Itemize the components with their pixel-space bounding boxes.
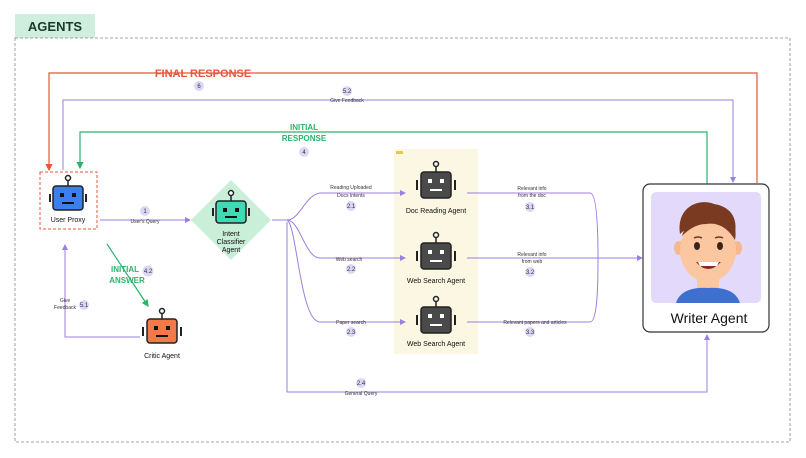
- badge-3-2: [525, 267, 535, 277]
- badge-2-2: [346, 264, 356, 274]
- badge-4-2: [142, 265, 154, 277]
- badge-3-1-text: 3.1: [526, 205, 535, 211]
- edge-give-feedback-writer: [62, 99, 736, 183]
- badge-5-1: [79, 300, 89, 310]
- doc-reading-bot-icon: [416, 160, 456, 199]
- badge-2-3: [346, 327, 356, 337]
- writer-avatar: [674, 202, 742, 303]
- edge-give-feedback-critic: [62, 244, 140, 338]
- label-relevant-web-1: Relevant info: [517, 252, 546, 258]
- edge-initial-response: [76, 131, 708, 184]
- edge-general-query: [286, 222, 710, 393]
- label-initial-response-1: INITIAL: [290, 123, 318, 132]
- badge-2-4-text: 2.4: [357, 381, 366, 387]
- label-give-feedback-critic-1: Give: [60, 298, 71, 304]
- label-initial-answer-2: ANSWER: [109, 276, 145, 285]
- user-proxy-bot-icon: [49, 174, 87, 211]
- label-users-query: User's Query: [130, 219, 160, 225]
- label-reading-uploaded-1: Reading Uploaded: [330, 185, 372, 191]
- badge-4-text: 4: [302, 150, 306, 156]
- agents-title-tab: AGENTS: [15, 14, 95, 38]
- edge-reading-uploaded: [286, 190, 406, 221]
- agents-frame: [14, 37, 791, 443]
- node-writer: Writer Agent: [671, 310, 748, 326]
- node-doc-reading: Doc Reading Agent: [406, 208, 466, 215]
- label-relevant-papers: Relevant papers and articles: [503, 320, 567, 326]
- node-user-proxy: User Proxy: [51, 217, 86, 224]
- node-web-search-2: Web Search Agent: [407, 341, 465, 348]
- badge-3-2-text: 3.2: [526, 270, 535, 276]
- badge-5-2-text: 5.2: [343, 89, 352, 95]
- badge-2-4: [356, 378, 366, 388]
- label-relevant-doc-1: Relevant info: [517, 186, 546, 192]
- badge-1: [140, 206, 150, 216]
- intent-bot-icon: [212, 189, 250, 224]
- label-initial-response-2: RESPONSE: [282, 134, 327, 143]
- edge-initial-answer: [106, 243, 149, 308]
- badge-3-1: [525, 202, 535, 212]
- badge-1-text: 1: [143, 209, 147, 215]
- label-relevant-doc-2: from the doc: [518, 193, 546, 199]
- badge-2-3-text: 2.3: [347, 330, 356, 336]
- badge-5-2: [342, 86, 352, 96]
- label-web-search: Web search: [336, 257, 363, 263]
- edge-relevant-doc: [467, 192, 599, 259]
- badge-5-1-text: 5.1: [80, 303, 89, 309]
- label-initial-answer-1: INITIAL: [111, 265, 139, 274]
- label-paper-search: Paper search: [336, 320, 366, 326]
- badge-2-2-text: 2.2: [347, 267, 356, 273]
- badge-6-text: 6: [197, 84, 201, 90]
- web-search-bot-icon-2: [416, 295, 456, 334]
- badge-6: [194, 81, 204, 91]
- web-search-bot-icon-1: [416, 231, 456, 270]
- node-critic: Critic Agent: [144, 353, 180, 360]
- badge-4: [299, 147, 309, 157]
- edge-final-response: [45, 72, 758, 183]
- edge-web-search: [286, 219, 406, 261]
- critic-bot-icon: [142, 307, 182, 344]
- label-give-feedback-critic-2: Feedback: [54, 305, 76, 311]
- badge-2-1: [346, 201, 356, 211]
- node-web-search-1: Web Search Agent: [407, 278, 465, 285]
- label-general-query: General Query: [345, 391, 378, 397]
- node-intent-line2: Classifier: [217, 239, 246, 246]
- badge-2-1-text: 2.1: [347, 204, 356, 210]
- label-reading-uploaded-2: Docs Intents: [337, 193, 365, 199]
- panel-tag: [396, 151, 403, 154]
- edge-paper-search: [286, 219, 406, 325]
- badge-3-3: [525, 327, 535, 337]
- badge-4-2-text: 4.2: [144, 269, 153, 275]
- badge-3-3-text: 3.3: [526, 330, 535, 336]
- node-intent-line3: Agent: [222, 247, 240, 254]
- label-give-feedback-writer: Give Feedback: [330, 98, 364, 104]
- label-final-response: FINAL RESPONSE: [155, 68, 251, 80]
- label-relevant-web-2: from web: [522, 259, 543, 265]
- edge-relevant-papers: [467, 257, 599, 323]
- node-intent-line1: Intent: [222, 231, 240, 238]
